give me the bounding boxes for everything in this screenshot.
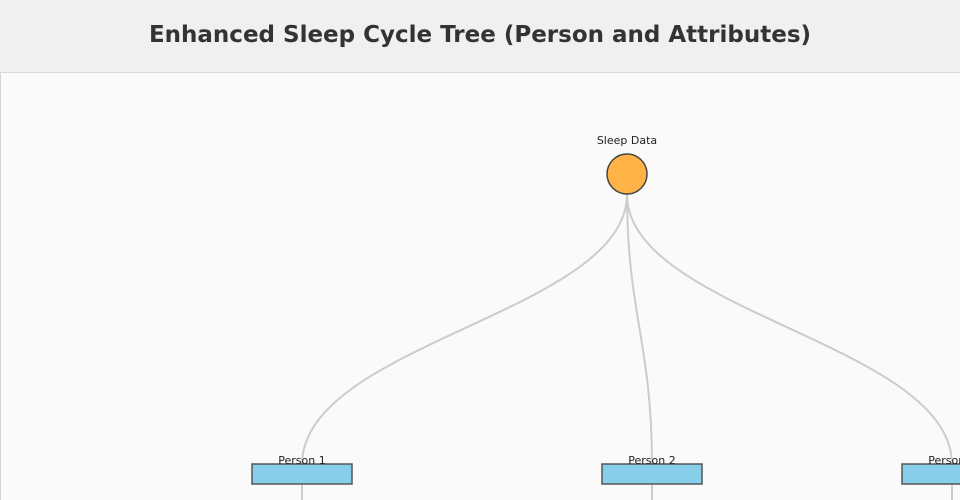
root-node-label: Sleep Data (597, 134, 657, 147)
person-3-node[interactable] (901, 463, 960, 485)
person-1-node[interactable] (251, 463, 353, 485)
person-2-label: Person 2 (628, 454, 675, 467)
header: Enhanced Sleep Cycle Tree (Person and At… (0, 0, 960, 73)
link-root-person-3 (626, 193, 953, 500)
tree-canvas: Sleep Data Person 1 Person 2 Person 3 (0, 73, 960, 500)
link-root-person-2 (626, 193, 653, 500)
person-1-label: Person 1 (278, 454, 325, 467)
page-title: Enhanced Sleep Cycle Tree (Person and At… (148, 22, 812, 48)
person-2-node[interactable] (601, 463, 703, 485)
root-node[interactable] (606, 153, 648, 195)
tree-diagram: Sleep Data Person 1 Person 2 Person 3 (251, 134, 960, 500)
link-root-person-1 (301, 193, 628, 500)
person-3-label: Person 3 (928, 454, 960, 467)
